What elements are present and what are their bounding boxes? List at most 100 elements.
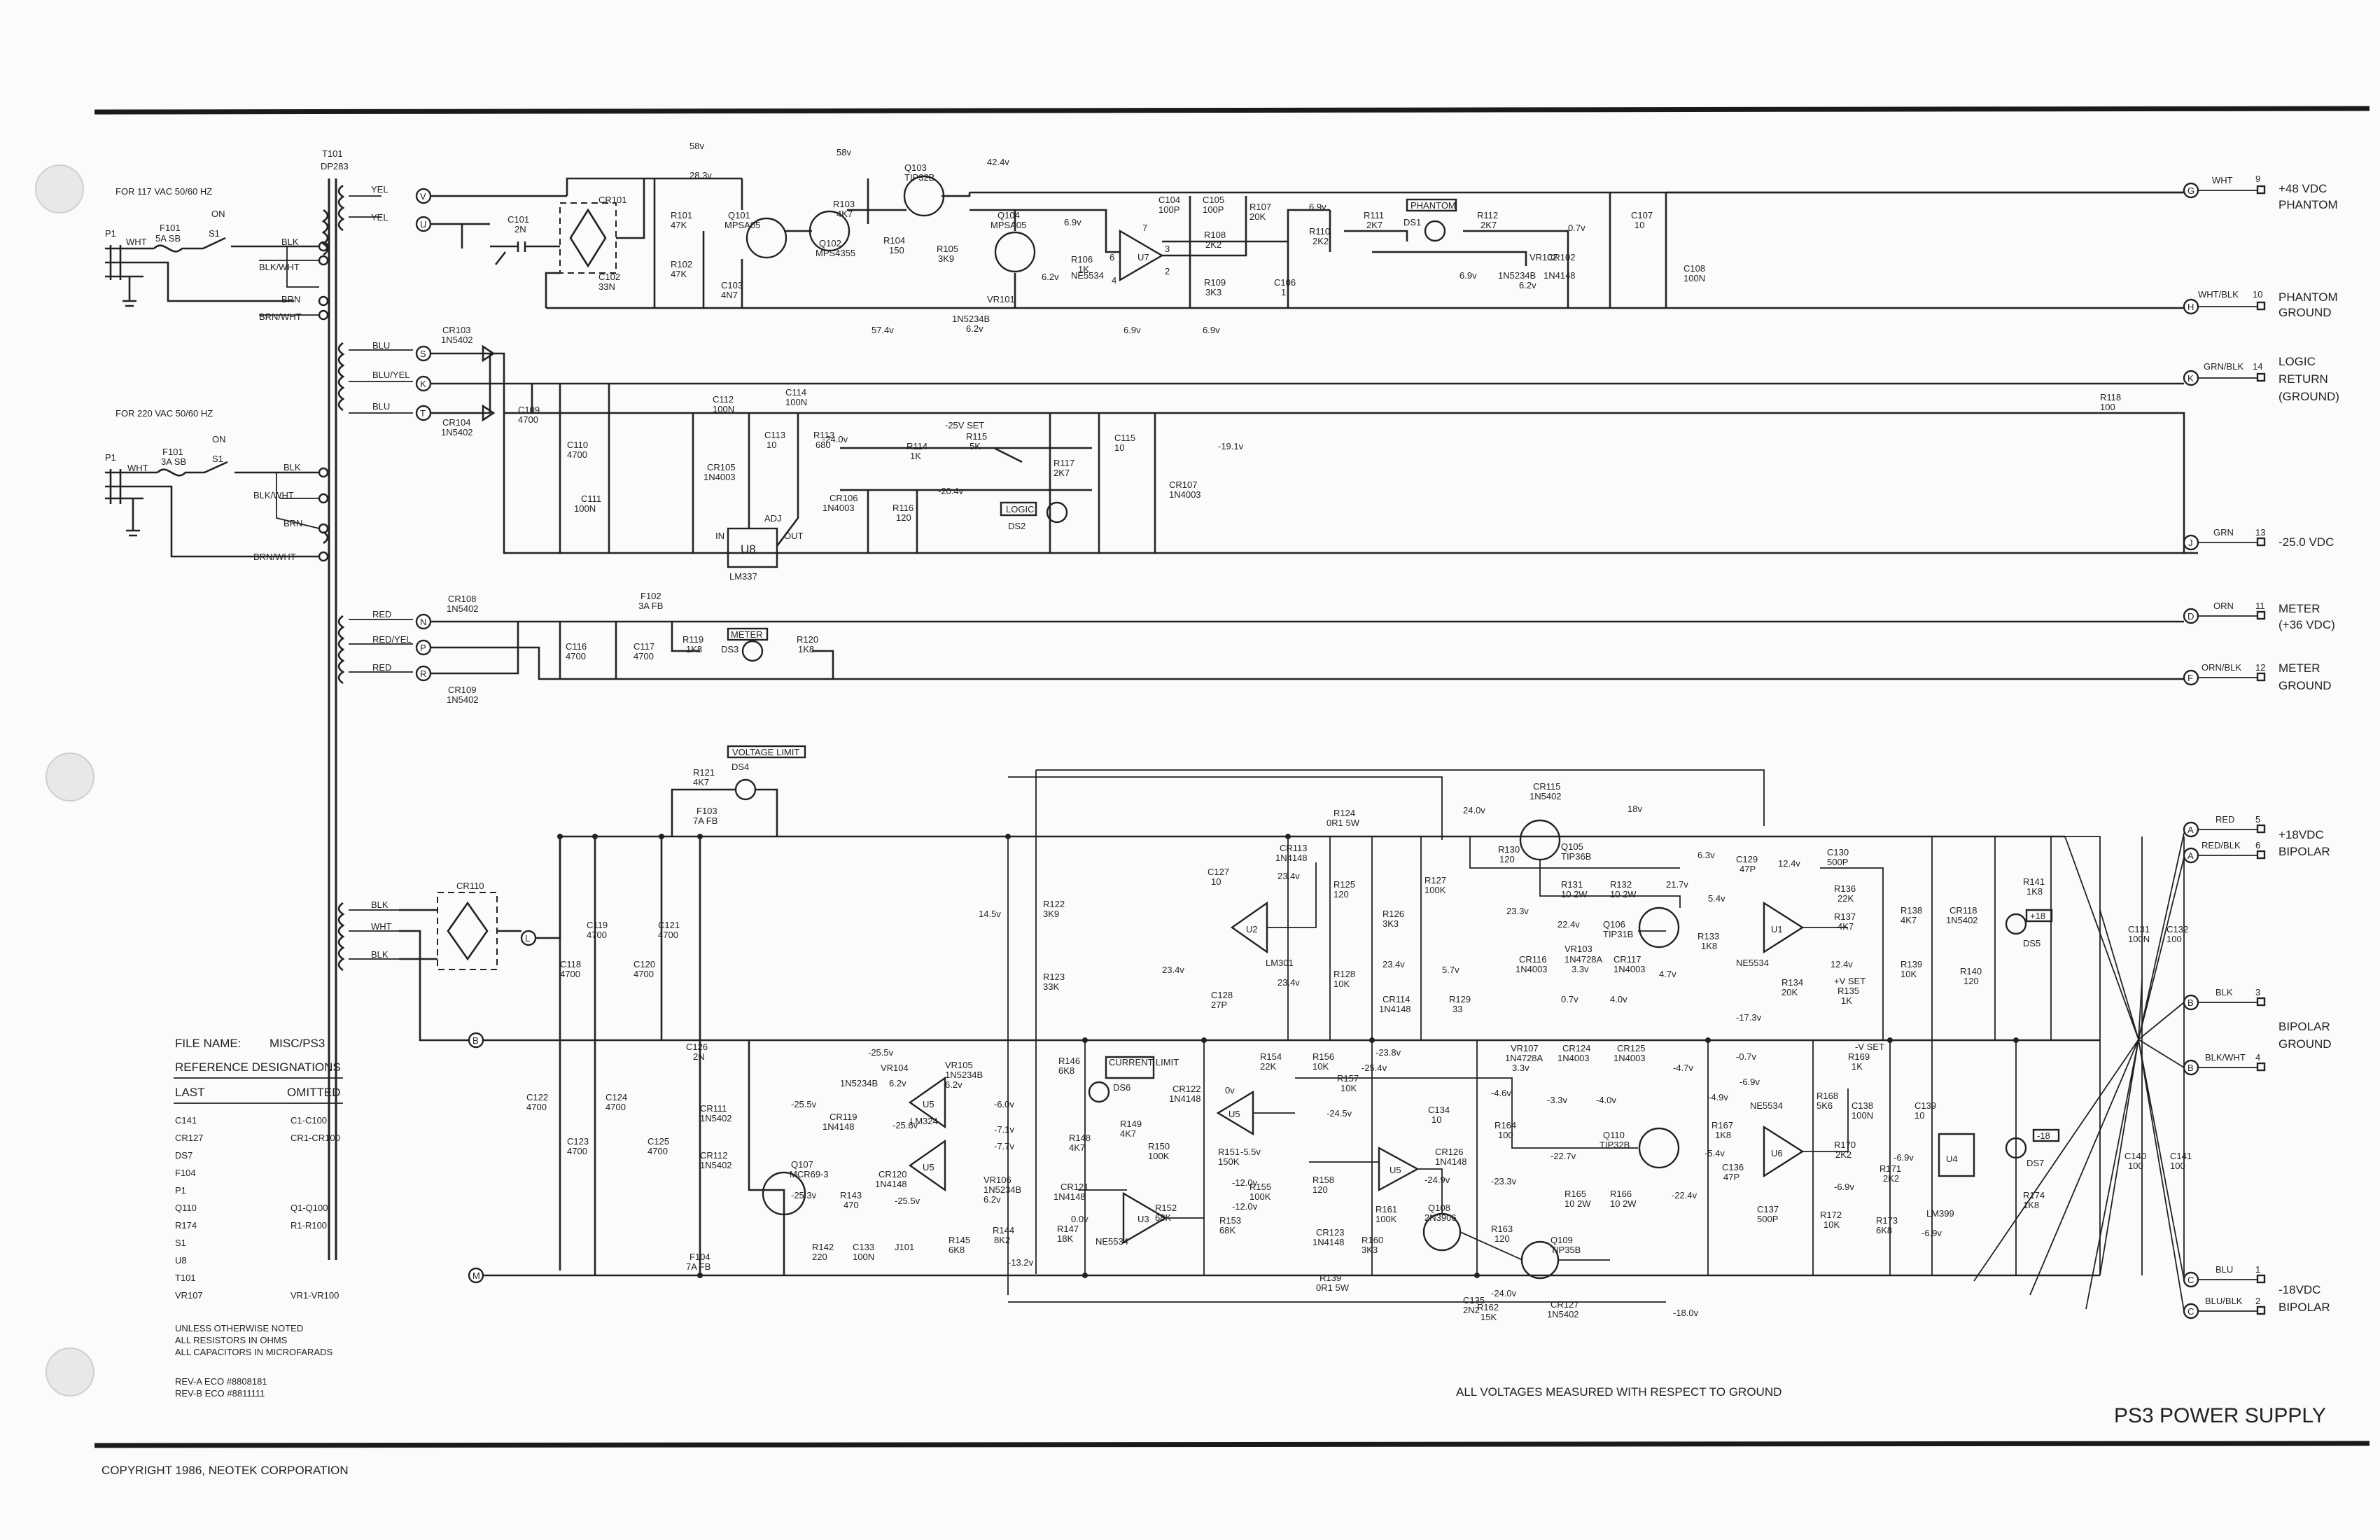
svg-text:1N4003: 1N4003 (704, 472, 736, 482)
svg-text:6K8: 6K8 (1058, 1065, 1074, 1076)
label-p1: P1 (105, 228, 116, 239)
svg-text:VR102: VR102 (1530, 252, 1558, 262)
svg-text:23.4v: 23.4v (1162, 965, 1184, 975)
svg-text:1N5234B: 1N5234B (945, 1070, 983, 1080)
svg-text:R146: R146 (1058, 1056, 1080, 1066)
svg-text:4700: 4700 (634, 651, 654, 662)
box-meter: METER (731, 629, 763, 640)
svg-text:R156: R156 (1312, 1051, 1334, 1062)
svg-text:Q110: Q110 (1603, 1130, 1625, 1140)
svg-text:120: 120 (896, 512, 911, 523)
box-phantom: PHANTOM (1410, 200, 1456, 211)
label-220vac: FOR 220 VAC 50/60 HZ (115, 408, 213, 419)
svg-text:2: 2 (1165, 266, 1170, 276)
svg-text:1N4148: 1N4148 (1054, 1191, 1086, 1202)
out-plus18-bipolar: BIPOLAR (2278, 845, 2330, 858)
svg-text:R: R (420, 668, 426, 679)
svg-text:3.3v: 3.3v (1512, 1063, 1530, 1073)
ref-designations-header: REFERENCE DESIGNATIONS (175, 1060, 341, 1074)
svg-text:CR119: CR119 (830, 1112, 858, 1122)
sec-wht: WHT (371, 921, 392, 932)
svg-text:R128: R128 (1334, 969, 1355, 979)
svg-text:V: V (420, 191, 426, 202)
svg-text:3.3v: 3.3v (1572, 964, 1589, 974)
svg-text:R129: R129 (1449, 994, 1471, 1004)
svg-text:L: L (525, 933, 530, 944)
svg-text:F103: F103 (696, 806, 718, 816)
pin-4: 4 (2255, 1052, 2260, 1063)
svg-text:R101: R101 (671, 210, 692, 220)
svg-text:6K8: 6K8 (948, 1245, 965, 1255)
svg-text:Q107: Q107 (791, 1159, 813, 1170)
svg-text:4.7v: 4.7v (1659, 969, 1676, 979)
svg-text:S: S (420, 349, 426, 359)
ref-last: F104 (175, 1168, 196, 1178)
svg-text:R162: R162 (1477, 1302, 1499, 1312)
svg-text:Q101: Q101 (728, 210, 750, 220)
svg-text:TIP31B: TIP31B (1603, 929, 1633, 939)
svg-text:R120: R120 (797, 634, 818, 645)
svg-text:R138: R138 (1900, 905, 1922, 916)
svg-text:C105: C105 (1203, 195, 1224, 205)
svg-text:33: 33 (1452, 1004, 1462, 1014)
svg-text:5.7v: 5.7v (1442, 965, 1460, 975)
sec-red-2: RED (372, 662, 391, 673)
u8-out: OUT (784, 531, 804, 541)
file-name-value: MISC/PS3 (270, 1037, 325, 1050)
wire-orn: ORN (2213, 601, 2234, 611)
svg-text:R172: R172 (1820, 1210, 1842, 1220)
svg-text:6.9v: 6.9v (1124, 325, 1141, 335)
svg-text:22.4v: 22.4v (1558, 919, 1580, 930)
label-s1: S1 (209, 228, 220, 239)
ref-last: VR107 (175, 1290, 203, 1301)
svg-text:NE5534: NE5534 (1750, 1100, 1783, 1111)
wire-wht: WHT (2212, 175, 2233, 186)
svg-text:6.3v: 6.3v (1698, 850, 1715, 860)
svg-text:T: T (420, 408, 426, 419)
svg-text:NE5534: NE5534 (1071, 270, 1104, 281)
label-f101-rating: 3A SB (161, 456, 186, 467)
svg-text:-23.3v: -23.3v (1491, 1176, 1517, 1186)
svg-text:VR105: VR105 (945, 1060, 973, 1070)
svg-text:6: 6 (1110, 252, 1114, 262)
svg-text:R143: R143 (840, 1190, 862, 1200)
svg-text:1N4728A: 1N4728A (1505, 1053, 1544, 1063)
tap-brn-wht: BRN/WHT (253, 552, 296, 562)
svg-text:100P: 100P (1158, 204, 1180, 215)
svg-text:R139: R139 (1320, 1273, 1341, 1283)
svg-text:C112: C112 (713, 394, 734, 405)
svg-text:R110: R110 (1309, 226, 1330, 237)
svg-text:U3: U3 (1138, 1214, 1149, 1224)
svg-text:100K: 100K (1376, 1214, 1397, 1224)
svg-text:VR103: VR103 (1564, 944, 1592, 954)
note-resistors: ALL RESISTORS IN OHMS (175, 1335, 288, 1345)
svg-text:4: 4 (1112, 275, 1116, 286)
svg-text:10K: 10K (1823, 1219, 1840, 1230)
svg-text:3K9: 3K9 (938, 253, 954, 264)
svg-text:-6.9v: -6.9v (1834, 1182, 1854, 1192)
svg-text:3K9: 3K9 (1043, 909, 1059, 919)
svg-text:R130: R130 (1498, 844, 1520, 855)
svg-text:R118: R118 (2100, 392, 2121, 402)
u8-adj: ADJ (764, 513, 782, 524)
box-logic: LOGIC (1006, 504, 1034, 514)
svg-text:1K: 1K (1841, 995, 1852, 1006)
svg-text:1N4148: 1N4148 (1169, 1093, 1201, 1104)
ref-last: S1 (175, 1238, 186, 1248)
out-48vdc: +48 VDC (2278, 182, 2327, 195)
svg-text:R109: R109 (1204, 277, 1226, 288)
svg-text:6.9v: 6.9v (1064, 217, 1082, 227)
svg-text:R136: R136 (1834, 883, 1856, 894)
svg-text:0.0v: 0.0v (1071, 1214, 1088, 1224)
svg-text:10 2W: 10 2W (1561, 889, 1588, 899)
svg-text:100N: 100N (785, 397, 807, 407)
ac-input-220v: FOR 220 VAC 50/60 HZ P1 WHT F101 3A SB S… (105, 408, 329, 562)
svg-text:R163: R163 (1491, 1224, 1513, 1234)
svg-text:R119: R119 (682, 634, 704, 645)
svg-text:C137: C137 (1757, 1204, 1779, 1214)
svg-text:1K8: 1K8 (798, 644, 814, 654)
svg-text:2K2: 2K2 (1883, 1173, 1899, 1184)
svg-text:120: 120 (1963, 976, 1979, 986)
svg-text:CR116: CR116 (1519, 954, 1547, 965)
